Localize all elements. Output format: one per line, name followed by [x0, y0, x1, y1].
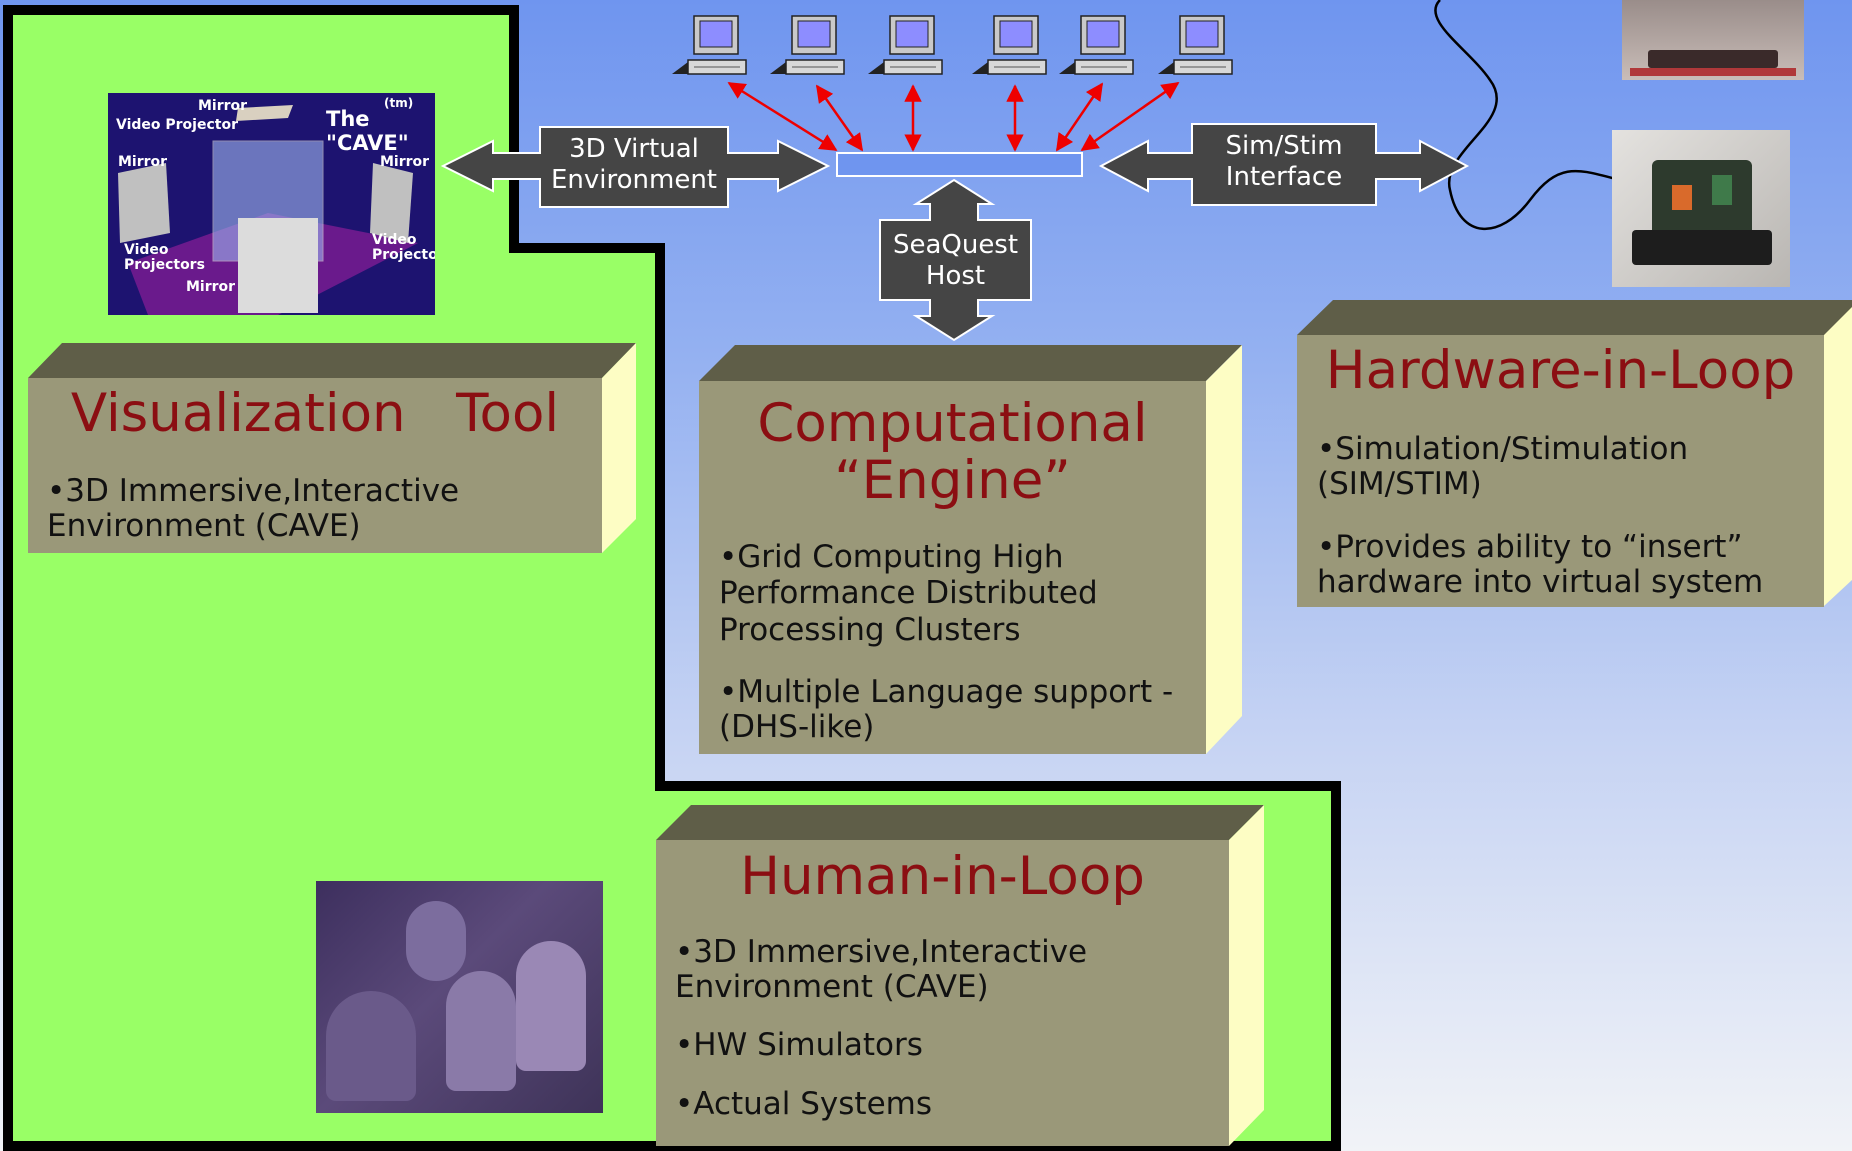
link-2	[815, 84, 864, 152]
human-box-top	[656, 805, 1264, 840]
desktop-computer-icon	[770, 15, 845, 75]
cave-mirror-top-label: Mirror	[198, 98, 248, 114]
cave-video-projectors-label: Video Projectors	[124, 242, 205, 274]
visualization-tool-box: Visualization Tool	[28, 385, 602, 442]
seaquest-host-arrow	[879, 178, 1032, 342]
computational-bullet-2: •Multiple Language support - (DHS-like)	[719, 674, 1174, 746]
computational-box-top	[699, 345, 1242, 381]
link-6	[1080, 81, 1180, 152]
virtual-environment-arrow	[440, 126, 831, 208]
human-box-face	[656, 840, 1229, 1146]
sim-stim-label: Sim/Stim Interface	[1225, 131, 1343, 193]
virtual-environment-label: 3D Virtual Environment	[550, 134, 718, 196]
seaquest-host-label: SeaQuest Host	[892, 230, 1019, 292]
visualization-box-top	[28, 343, 636, 378]
human-in-loop-title: Human-in-Loop	[740, 846, 1145, 907]
network-bus-bar	[836, 152, 1083, 177]
visualization-bullet-1: •3D Immersive,Interactive Environment (C…	[47, 473, 460, 545]
cave-video-projector-right-label: Video Projector	[372, 232, 435, 264]
link-1	[727, 81, 838, 152]
human-box-side	[1229, 805, 1264, 1146]
sim-stim-arrow	[1098, 123, 1470, 206]
computational-bullet-1: •Grid Computing High Performance Distrib…	[719, 539, 1098, 648]
submarine-crew-photo	[316, 881, 603, 1113]
visualization-tool-title: Visualization Tool	[70, 383, 560, 444]
desktop-computer-icon	[868, 15, 943, 75]
hardware-box-face	[1297, 335, 1824, 607]
cave-mirror-right-label: Mirror	[380, 154, 430, 170]
computational-box-side	[1206, 345, 1242, 754]
desktop-computer-icon	[1059, 15, 1134, 75]
hardware-bullet-2: •Provides ability to “insert” hardware i…	[1317, 529, 1764, 601]
cave-diagram-photo: Mirror Video Projector Mirror Mirror Vid…	[108, 93, 435, 315]
computational-engine-title: Computational “Engine”	[757, 393, 1148, 512]
cave-title: The "CAVE"	[326, 107, 409, 155]
human-bullet-1: •3D Immersive,Interactive Environment (C…	[675, 934, 1088, 1006]
hardware-device-photo	[1612, 130, 1790, 287]
cave-video-projector-label: Video Projector	[116, 117, 238, 133]
cave-mirror-bottom-label: Mirror	[186, 279, 236, 295]
hardware-bullet-1: •Simulation/Stimulation (SIM/STIM)	[1317, 431, 1689, 503]
hardware-in-loop-box: Hardware-in-Loop	[1297, 342, 1824, 399]
cave-mirror-left-label: Mirror	[118, 154, 168, 170]
computational-engine-box: Computational “Engine”	[699, 393, 1206, 512]
hardware-box-top	[1297, 300, 1852, 335]
human-in-loop-box: Human-in-Loop	[656, 848, 1229, 905]
cave-tm-label: (tm)	[384, 96, 414, 110]
rack-equipment-photo	[1622, 0, 1804, 80]
computational-box-face	[699, 381, 1206, 754]
desktop-computer-icon	[672, 15, 747, 75]
desktop-computer-icon	[972, 15, 1047, 75]
visualization-box-face	[28, 378, 602, 553]
human-bullet-3: •Actual Systems	[675, 1086, 933, 1122]
human-bullet-2: •HW Simulators	[675, 1027, 923, 1063]
hardware-in-loop-title: Hardware-in-Loop	[1325, 340, 1796, 401]
computer-icons	[672, 15, 1233, 75]
visualization-box-side	[602, 343, 636, 553]
desktop-computer-icon	[1158, 15, 1233, 75]
hardware-box-side	[1824, 307, 1852, 606]
